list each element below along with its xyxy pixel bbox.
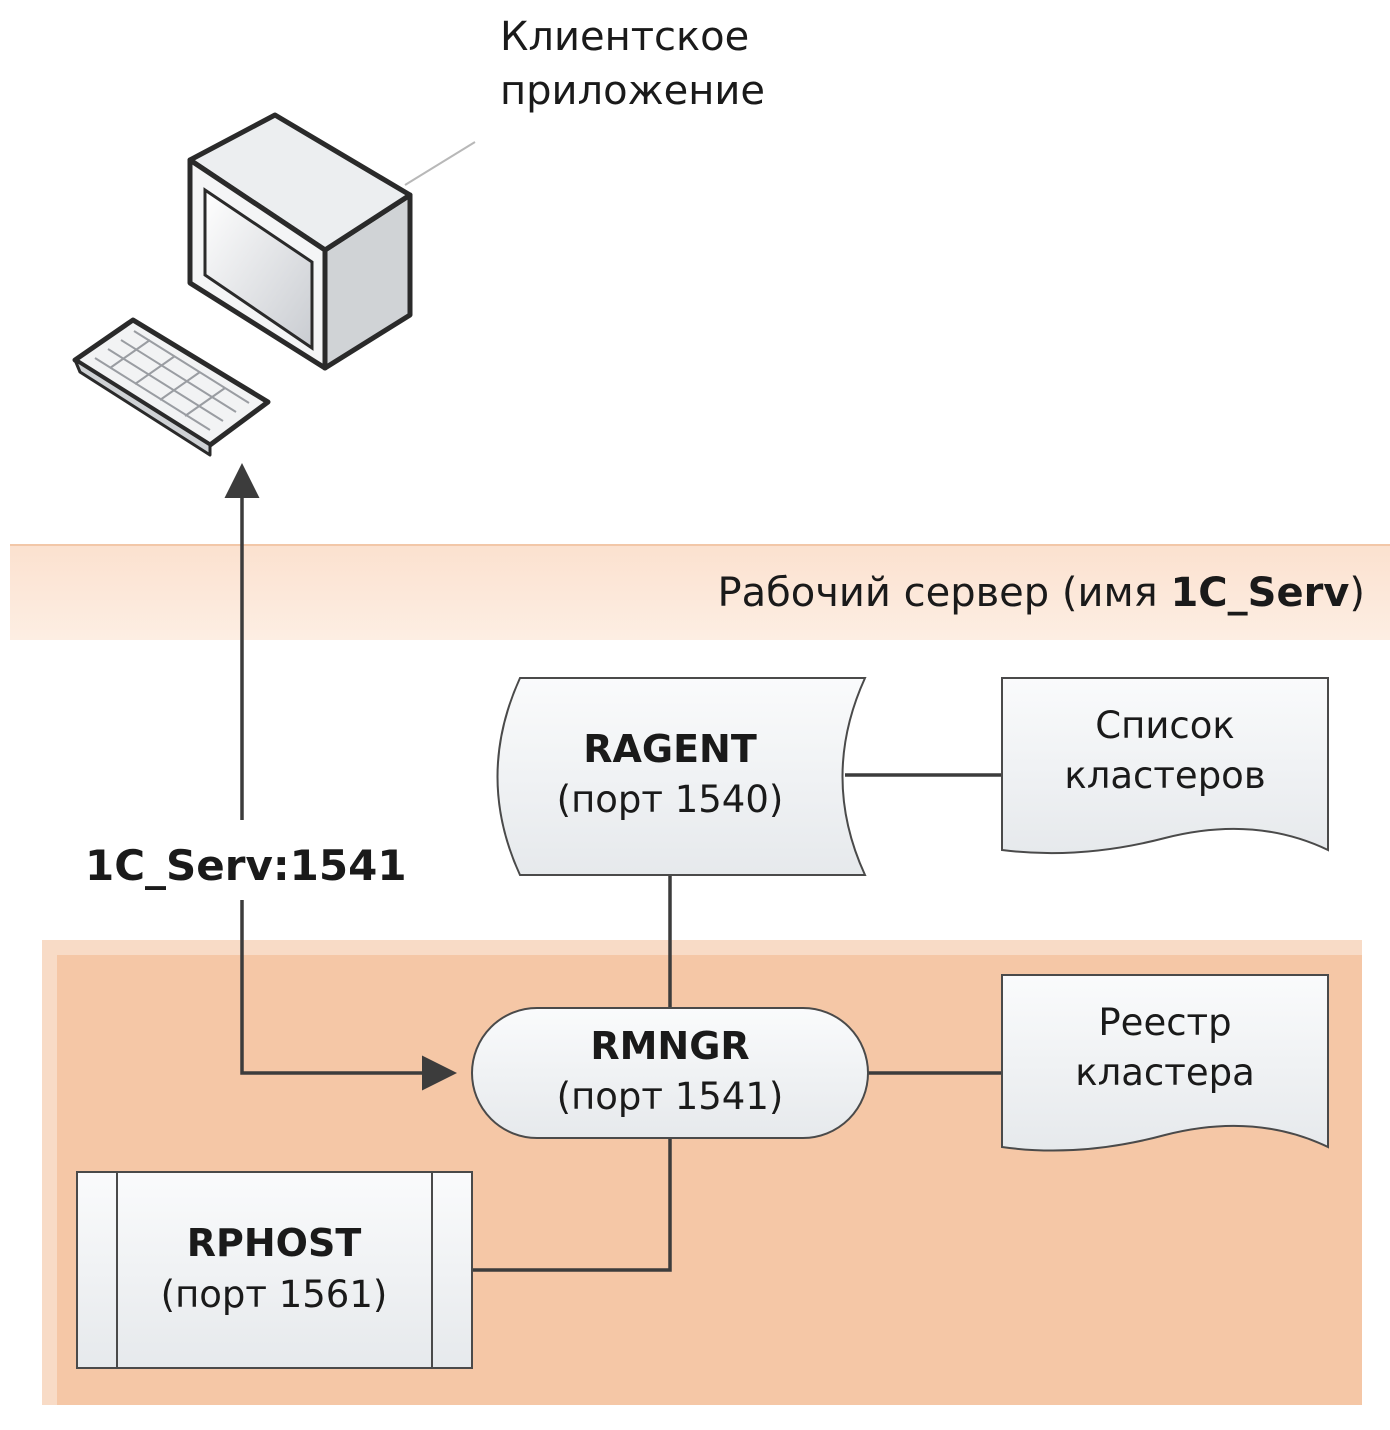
- cluster-list-line2: кластеров: [1064, 754, 1265, 797]
- client-connection-lower: [240, 900, 457, 1091]
- cluster-list-line1: Список: [1095, 704, 1234, 747]
- monitor-screen: [203, 187, 314, 351]
- rmngr-name: RMNGR: [590, 1024, 749, 1068]
- rphost-name: RPHOST: [187, 1221, 362, 1265]
- keyboard-icon: [72, 317, 271, 457]
- connection-label: 1C_Serv:1541: [85, 841, 407, 890]
- server-title: Рабочий сервер (имя 1C_Serv): [718, 570, 1366, 616]
- server-title-band: [10, 545, 1390, 640]
- ragent-port: (порт 1540): [557, 778, 784, 821]
- rmngr-node: RMNGR (порт 1541): [471, 1007, 869, 1139]
- client-label-line1: Клиентское: [500, 14, 749, 60]
- rmngr-port: (порт 1541): [557, 1075, 784, 1118]
- ragent-node: RAGENT (порт 1540): [496, 677, 867, 876]
- ragent-name: RAGENT: [583, 727, 757, 771]
- cluster-registry-document: Реестр кластера: [1001, 974, 1329, 1152]
- cluster-list-document: Список кластеров: [1001, 677, 1329, 855]
- rphost-node: RPHOST (порт 1561): [76, 1171, 473, 1369]
- rmngr-rphost-connector: [472, 1138, 672, 1272]
- client-label-line2: приложение: [500, 68, 765, 114]
- cluster-registry-line2: кластера: [1075, 1051, 1255, 1094]
- cluster-registry-line1: Реестр: [1098, 1001, 1231, 1044]
- rphost-port: (порт 1561): [161, 1273, 388, 1316]
- computer-workstation-icon: [72, 112, 476, 457]
